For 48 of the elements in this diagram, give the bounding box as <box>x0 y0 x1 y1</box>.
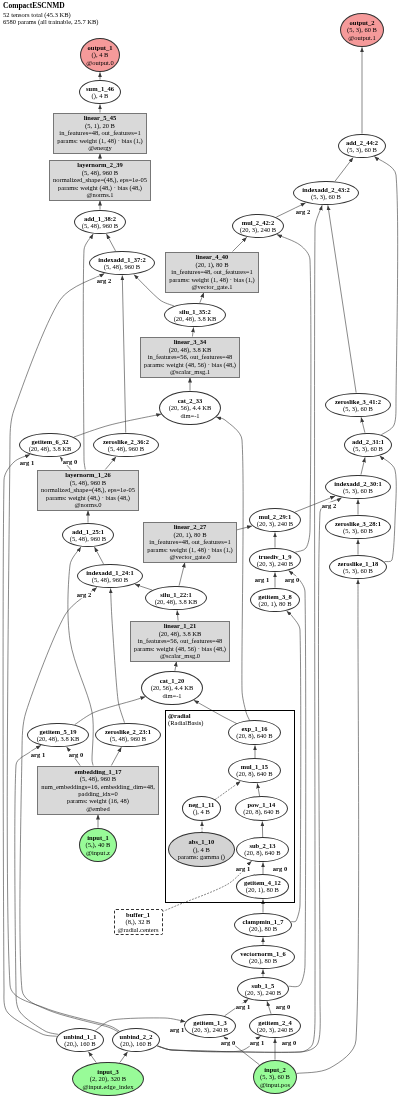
operation-ellipse <box>324 474 392 500</box>
module-box <box>130 620 230 662</box>
module-box <box>37 469 139 511</box>
input-ellipse <box>78 827 118 863</box>
operation-ellipse <box>338 133 386 159</box>
operation-ellipse <box>328 554 388 580</box>
operation-ellipse <box>248 507 302 533</box>
operation-ellipse <box>236 837 289 862</box>
module-box <box>140 336 240 378</box>
operation-ellipse <box>145 585 207 611</box>
arrow <box>98 153 102 160</box>
operation-ellipse <box>325 514 391 540</box>
operation-ellipse <box>228 758 281 783</box>
operation-ellipse <box>344 432 392 458</box>
operation-ellipse <box>111 1027 161 1053</box>
operation-ellipse <box>76 563 144 589</box>
module-box <box>165 251 259 293</box>
arrow <box>261 937 265 945</box>
operation-ellipse <box>159 390 221 426</box>
module-box <box>143 521 237 563</box>
module-box <box>37 765 159 815</box>
arrow <box>261 969 265 977</box>
operation-ellipse <box>231 213 285 239</box>
operation-ellipse <box>88 250 156 276</box>
operation-ellipse <box>248 547 302 573</box>
operation-ellipse <box>228 720 281 745</box>
operation-ellipse <box>181 796 222 821</box>
operation-ellipse <box>235 796 288 821</box>
operation-ellipse <box>250 587 300 613</box>
operation-ellipse <box>233 912 293 938</box>
operation-ellipse <box>235 874 290 899</box>
operation-ellipse <box>141 670 203 706</box>
module-box <box>53 112 147 154</box>
operation-ellipse <box>95 722 161 748</box>
module-cluster <box>165 710 295 903</box>
output-ellipse <box>79 37 121 73</box>
operation-ellipse <box>27 722 89 748</box>
input-ellipse <box>252 1059 298 1095</box>
operation-ellipse <box>55 1027 105 1053</box>
operation-ellipse <box>164 302 226 328</box>
parameter-ellipse <box>168 832 235 867</box>
operation-ellipse <box>19 432 81 458</box>
module-box <box>49 159 151 201</box>
output-ellipse <box>339 12 385 48</box>
operation-ellipse <box>183 1013 237 1039</box>
buffer-box <box>113 909 163 935</box>
arrow <box>98 72 102 80</box>
operation-ellipse <box>79 79 121 105</box>
